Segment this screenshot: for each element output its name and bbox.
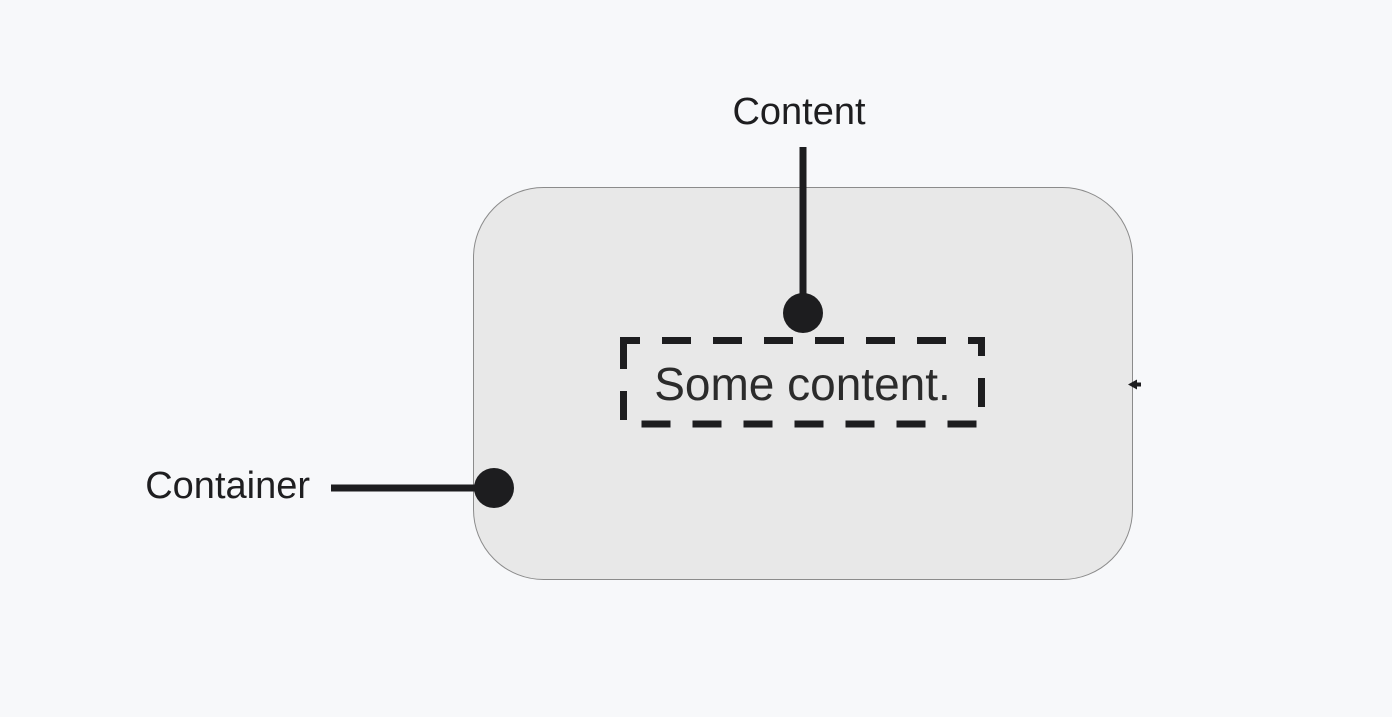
content-text: Some content. [654,358,951,410]
container-label: Container [145,465,310,507]
content-pointer-dot [783,293,823,333]
content-label: Content [732,91,866,133]
content-slot-dashed-outline [620,337,985,428]
container-pointer-dot [474,468,514,508]
cursor-mark [1128,379,1141,390]
